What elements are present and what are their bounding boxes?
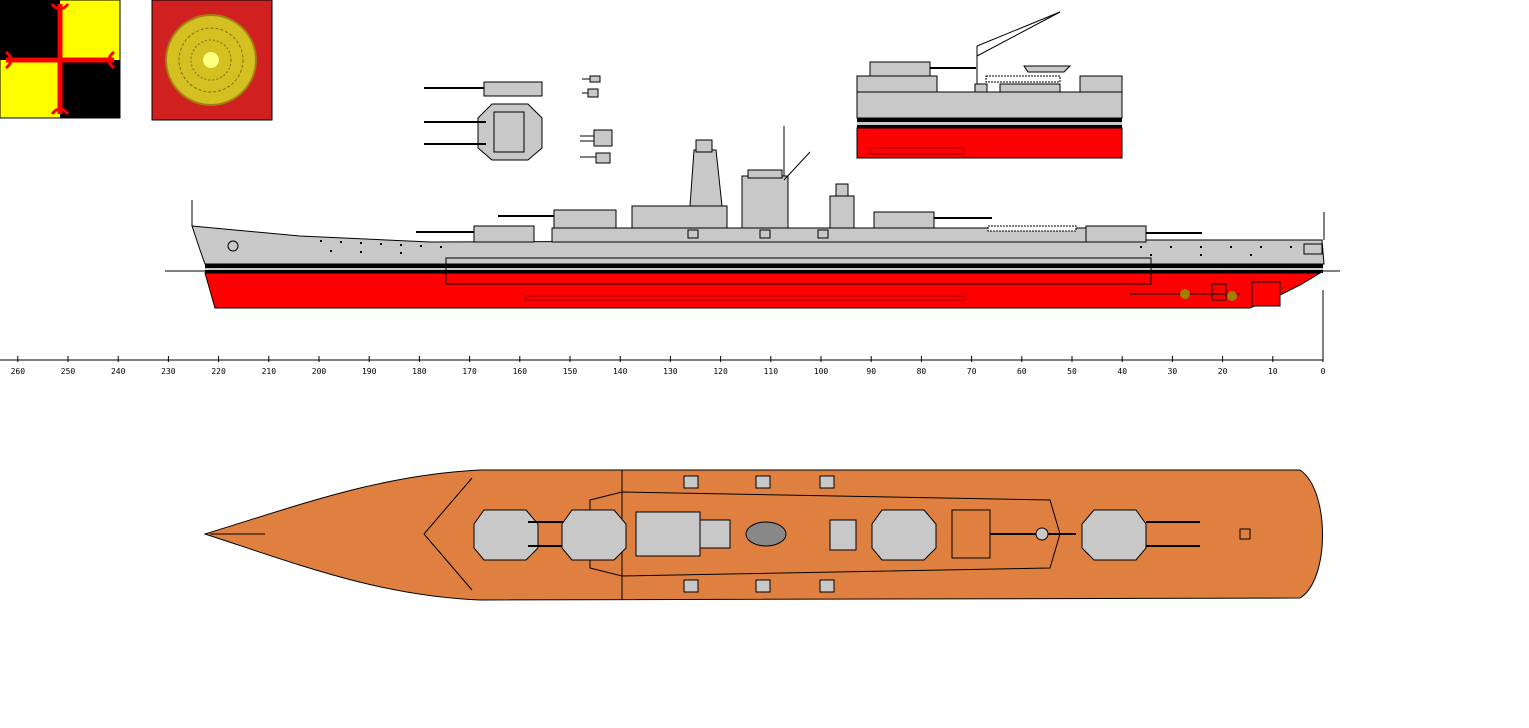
scale-label: 150 bbox=[563, 367, 578, 376]
scale-label: 90 bbox=[866, 367, 876, 376]
scale-label: 230 bbox=[161, 367, 176, 376]
scale-label: 210 bbox=[262, 367, 277, 376]
scale-label: 0 bbox=[1321, 367, 1326, 376]
scale-label: 50 bbox=[1067, 367, 1077, 376]
turret-d bbox=[1085, 225, 1147, 243]
scale-label: 60 bbox=[1017, 367, 1027, 376]
turret-b-plan bbox=[561, 509, 627, 561]
golden-sun-emblem-icon bbox=[151, 0, 273, 121]
turret-top-detail bbox=[424, 103, 543, 161]
turret-c bbox=[873, 211, 935, 229]
side-profile bbox=[165, 126, 1340, 309]
scale-label: 190 bbox=[362, 367, 377, 376]
turret-side-detail bbox=[424, 81, 543, 97]
scale-label: 110 bbox=[764, 367, 779, 376]
stern-section-detail bbox=[856, 11, 1123, 159]
scale-label: 20 bbox=[1218, 367, 1228, 376]
scale-label: 160 bbox=[513, 367, 528, 376]
scale-label: 170 bbox=[462, 367, 477, 376]
scale-label: 240 bbox=[111, 367, 126, 376]
scale-label: 100 bbox=[814, 367, 829, 376]
scale-label: 140 bbox=[613, 367, 628, 376]
propeller-icon bbox=[1227, 291, 1237, 301]
scale-label: 30 bbox=[1168, 367, 1178, 376]
scale-label: 220 bbox=[211, 367, 226, 376]
turret-c-plan bbox=[871, 509, 937, 561]
scale-label: 10 bbox=[1268, 367, 1278, 376]
scale-label: 40 bbox=[1117, 367, 1127, 376]
naval-ensign-flag-icon bbox=[0, 0, 121, 119]
funnel-top bbox=[745, 521, 787, 547]
forward-tower bbox=[689, 149, 723, 207]
rudder bbox=[1251, 281, 1281, 307]
anchor-icon bbox=[227, 240, 239, 252]
hull-upper bbox=[191, 225, 1325, 265]
hull-underwater bbox=[204, 272, 1322, 309]
turret-b bbox=[553, 209, 617, 229]
turret-a bbox=[473, 225, 535, 243]
scale-label: 80 bbox=[917, 367, 927, 376]
plan-view bbox=[203, 469, 1323, 601]
scale-label: 120 bbox=[713, 367, 728, 376]
turret-a-plan bbox=[473, 509, 566, 561]
scale-label: 70 bbox=[967, 367, 977, 376]
funnel bbox=[741, 175, 789, 229]
turret-d-plan bbox=[1081, 509, 1200, 561]
scale-label: 180 bbox=[412, 367, 427, 376]
scale-label: 250 bbox=[61, 367, 76, 376]
propeller-icon bbox=[1180, 289, 1190, 299]
scale-label: 200 bbox=[312, 367, 327, 376]
scale-label: 130 bbox=[663, 367, 678, 376]
scale-label: 260 bbox=[11, 367, 26, 376]
secondary-gun-details bbox=[580, 75, 613, 164]
